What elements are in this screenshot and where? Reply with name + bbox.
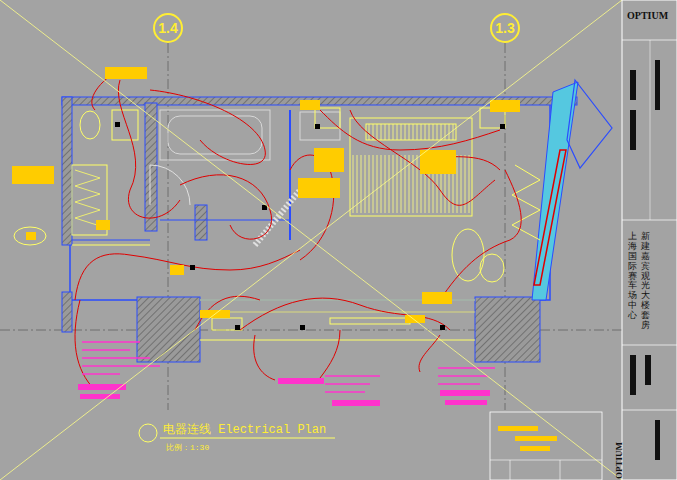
grid-bubble: 1.4 — [153, 13, 183, 43]
scale-note: 比例：1:30 — [166, 442, 209, 453]
grid-label: 1.4 — [158, 20, 177, 36]
drawing-name: 新建嘉宾观光大楼套房 — [641, 232, 650, 331]
logo-text: OPTIUM — [614, 442, 624, 479]
grid-label: 1.3 — [495, 20, 514, 36]
logo-text: OPTIUM — [627, 10, 668, 21]
project-name: 上海国际赛车场中心 — [628, 232, 637, 321]
drawing-title: 电器连线 Electrical Plan — [163, 421, 326, 438]
grid-bubble: 1.3 — [490, 13, 520, 43]
